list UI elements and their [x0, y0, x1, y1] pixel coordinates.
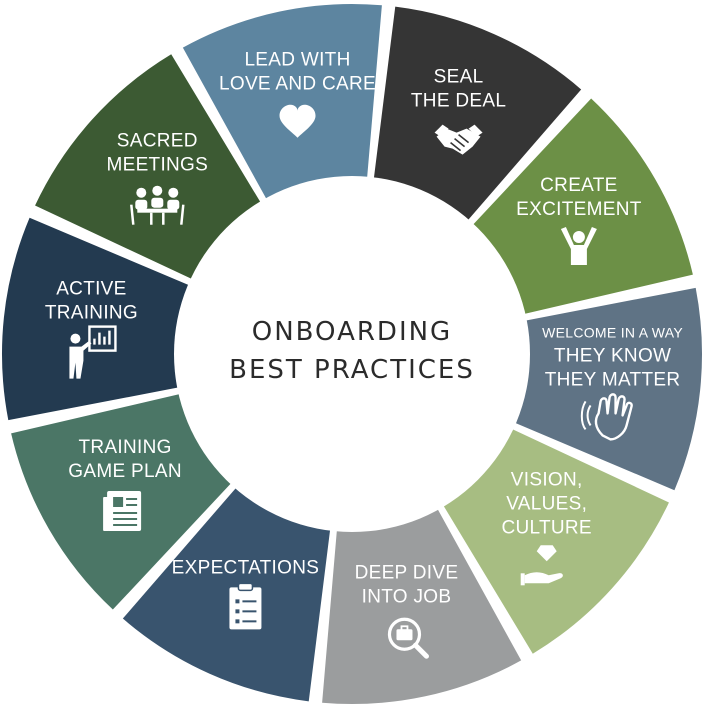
center-title-line-2: BEST PRACTICES — [229, 355, 475, 385]
segment-label-line: ACTIVE — [56, 279, 126, 300]
segment-vision-values-culture: VISION, VALUES, CULTURE — [439, 426, 669, 654]
segment-shape — [1, 217, 196, 421]
segment-seal-the-deal: SEAL THE DEAL — [373, 6, 582, 226]
segment-label-line: DEEP DIVE — [355, 562, 459, 583]
segment-label-line: VISION, — [511, 469, 583, 490]
segment-label-line: LEAD WITH — [244, 50, 350, 71]
segment-active-training: ACTIVE TRAINING — [1, 217, 196, 421]
segment-expectations: EXPECTATIONS — [122, 482, 331, 702]
segment-label-line: SEAL — [434, 67, 484, 88]
segment-shape — [373, 6, 582, 226]
segment-sacred-meetings: SACRED MEETINGS — [35, 54, 265, 282]
segment-deep-dive-into-job: DEEP DIVE INTO JOB — [322, 502, 522, 704]
segment-label-line: VALUES, — [506, 493, 587, 514]
segment-label-line: SACRED — [117, 131, 198, 152]
document-plan-icon — [103, 491, 142, 531]
segment-label-line: EXCITEMENT — [516, 199, 642, 220]
segment-label-line: THEY MATTER — [545, 369, 681, 390]
segment-label-line: TRAINING — [79, 437, 172, 458]
segment-label-line: THE DEAL — [411, 91, 506, 112]
person-cheering-icon — [560, 227, 597, 265]
segment-shape — [468, 98, 693, 316]
segment-label-line: EXPECTATIONS — [172, 557, 320, 578]
segment-label-line: INTO JOB — [362, 586, 452, 607]
segment-label-line: MEETINGS — [106, 155, 208, 176]
briefcase-magnifier-icon — [387, 617, 429, 659]
waving-hand-icon — [580, 393, 633, 441]
segment-shape — [439, 426, 669, 654]
center-title-line-1: ONBOARDING — [252, 317, 452, 347]
segment-welcome-in-a-way-they-know-they-matter: WELCOME IN A WAY THEY KNOW THEY MATTER — [508, 287, 702, 491]
segment-create-excitement: CREATE EXCITEMENT — [468, 98, 693, 316]
segment-label-line: LOVE AND CARE — [219, 74, 376, 95]
segment-label-line: GAME PLAN — [68, 461, 182, 482]
segment-lead-with-love-and-care: LEAD WITH LOVE AND CARE — [182, 4, 382, 206]
segment-shape — [122, 482, 331, 702]
clipboard-checklist-icon — [229, 582, 262, 630]
segment-label-line: CREATE — [540, 175, 617, 196]
segment-label-line: CULTURE — [501, 517, 591, 538]
segment-label-line: TRAINING — [45, 303, 138, 324]
segments-layer: SEAL THE DEAL CREATE EXCITEMENT WELCOME IN… — [1, 4, 702, 704]
segment-shape — [35, 54, 265, 282]
hand-diamond-icon — [520, 545, 563, 586]
heart-icon — [279, 104, 316, 138]
presenter-board-icon — [69, 325, 117, 379]
segment-label-line: THEY KNOW — [554, 345, 671, 366]
center-circle — [174, 176, 530, 532]
segment-shape — [322, 502, 522, 704]
segment-training-game-plan: TRAINING GAME PLAN — [11, 392, 236, 610]
segment-shape — [508, 287, 702, 491]
meeting-table-icon — [130, 185, 185, 225]
segment-label-line: WELCOME IN A WAY — [542, 324, 683, 340]
handshake-icon — [434, 124, 483, 155]
segment-shape — [182, 4, 382, 206]
